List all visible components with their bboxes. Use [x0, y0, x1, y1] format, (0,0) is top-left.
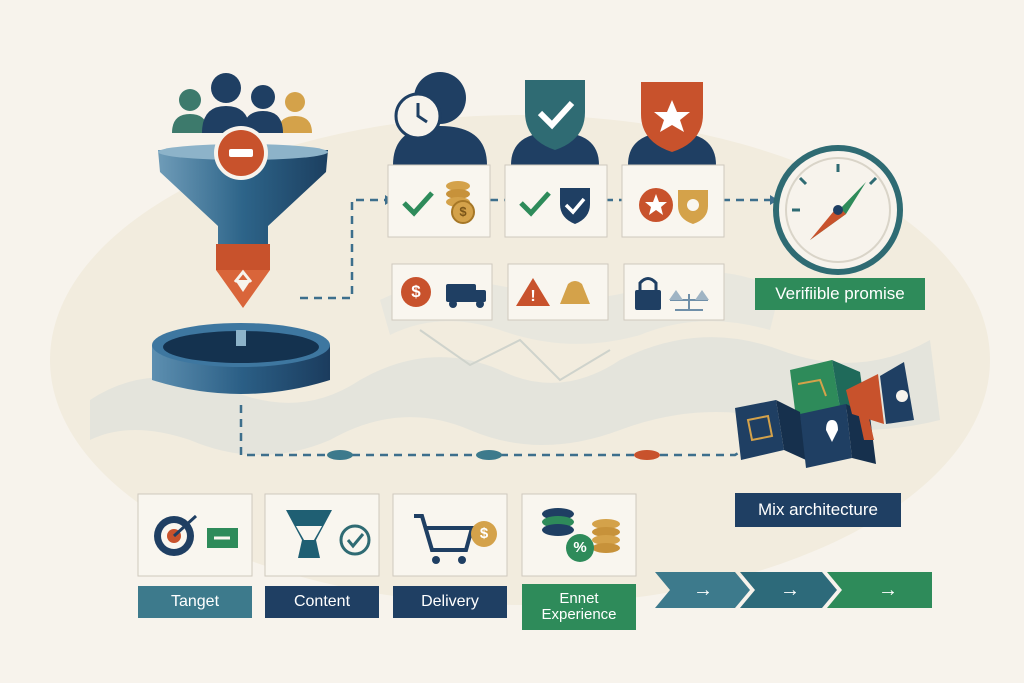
gauge-icon	[773, 145, 903, 275]
delivery-card	[392, 493, 508, 577]
mix-architecture-label: Mix architecture	[735, 493, 901, 527]
timeline-node-1	[327, 450, 353, 460]
basin-icon	[152, 323, 330, 394]
attribute-card-4	[391, 263, 493, 321]
attribute-card-2	[504, 164, 608, 238]
attribute-card-3	[621, 164, 725, 238]
timeline-node-2	[476, 450, 502, 460]
attribute-card-5	[507, 263, 609, 321]
delivery-label: Delivery	[393, 586, 507, 618]
persona-shield-icon	[511, 80, 599, 165]
timeline-node-3	[634, 450, 660, 460]
progress-chevrons	[655, 572, 932, 608]
block-icon	[214, 126, 268, 180]
target-label: Tanget	[138, 586, 252, 618]
chevron-arrow-icon-2: →	[780, 578, 800, 601]
percent-icon: %	[573, 539, 587, 557]
dollar-icon: $	[411, 282, 421, 302]
attribute-card-6	[623, 263, 725, 321]
audience-group-icon	[172, 73, 312, 133]
chevron-arrow-icon-3: →	[878, 578, 898, 601]
coin-dollar-icon: $	[459, 204, 467, 220]
cubes-megaphone-icon	[735, 360, 914, 468]
experience-label: Ennet Experience	[522, 584, 636, 630]
target-card	[137, 493, 253, 577]
delivery-dollar-icon: $	[479, 525, 489, 543]
verifiable-promise-label: Verifiible promise	[755, 278, 925, 310]
alert-icon: !	[530, 287, 536, 305]
persona-star-icon	[628, 82, 716, 165]
chevron-arrow-icon-1: →	[693, 578, 713, 601]
experience-card	[521, 493, 637, 577]
content-card	[264, 493, 380, 577]
content-label: Content	[265, 586, 379, 618]
funnel-icon	[158, 144, 328, 308]
persona-clock-icon	[393, 72, 487, 165]
attribute-card-1	[387, 164, 491, 238]
